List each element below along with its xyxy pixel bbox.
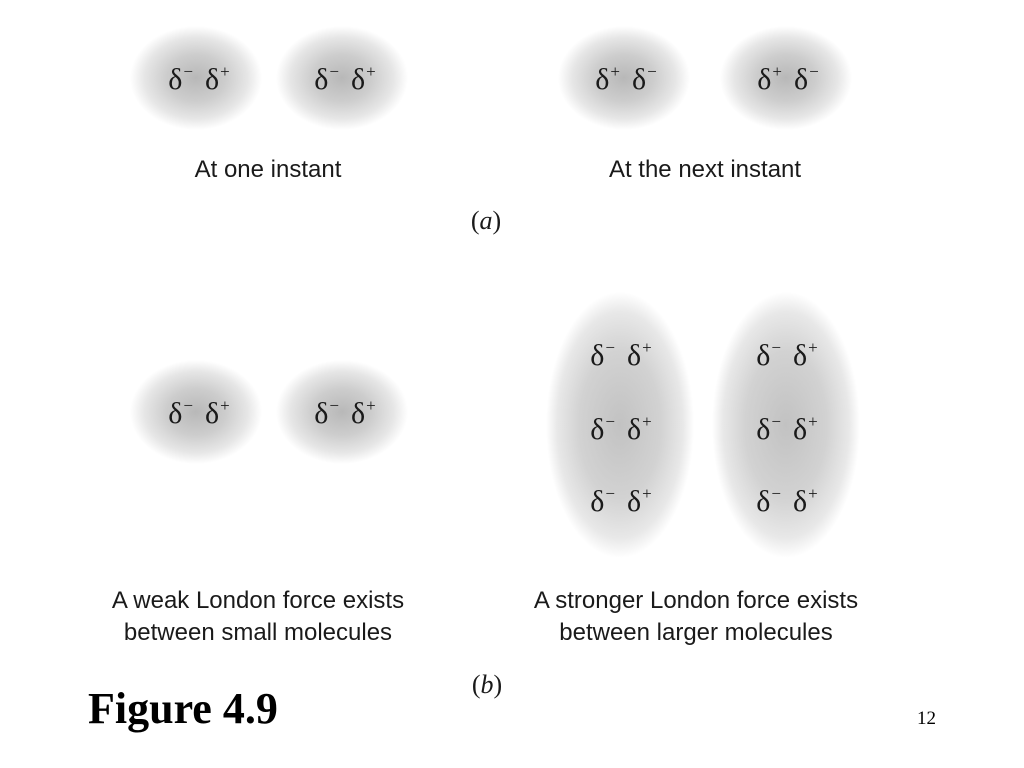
small-molecule-b2 <box>276 360 408 464</box>
charge-pair-pos-neg: δ+δ− <box>757 62 819 96</box>
caption-line: A stronger London force exists <box>533 587 859 614</box>
page-number: 12 <box>917 708 936 729</box>
charge-pair-neg-pos: δ−δ+ <box>168 62 230 96</box>
caption-weak-london-force: A weak London force exists between small… <box>112 585 404 649</box>
charge-pair-neg-pos: δ−δ+ <box>314 62 376 96</box>
charge-pair-pos-neg: δ+δ− <box>595 62 657 96</box>
molecule-a3 <box>558 26 690 130</box>
caption-next-instant: At the next instant <box>608 156 802 183</box>
molecule-a4 <box>720 26 852 130</box>
panel-label-a: (a) <box>470 206 502 235</box>
charge-pair-neg-pos: δ−δ+ <box>756 484 818 518</box>
caption-line: between larger molecules <box>559 619 833 646</box>
molecule-a2 <box>276 26 408 130</box>
charge-pair-neg-pos: δ−δ+ <box>756 412 818 446</box>
panel-label-b: (b) <box>471 670 503 699</box>
large-molecule-b4 <box>712 292 860 558</box>
charge-pair-neg-pos: δ−δ+ <box>756 338 818 372</box>
charge-pair-neg-pos: δ−δ+ <box>590 338 652 372</box>
figure-title: Figure 4.9 <box>88 684 278 733</box>
caption-line: between small molecules <box>123 619 393 646</box>
caption-line: A weak London force exists <box>111 587 405 614</box>
charge-pair-neg-pos: δ−δ+ <box>314 396 376 430</box>
molecule-a1 <box>130 26 262 130</box>
charge-pair-neg-pos: δ−δ+ <box>590 412 652 446</box>
caption-one-instant: At one instant <box>194 156 342 183</box>
charge-pair-neg-pos: δ−δ+ <box>590 484 652 518</box>
caption-stronger-london-force: A stronger London force exists between l… <box>534 585 858 649</box>
charge-pair-neg-pos: δ−δ+ <box>168 396 230 430</box>
large-molecule-b3 <box>546 292 694 558</box>
small-molecule-b1 <box>130 360 262 464</box>
